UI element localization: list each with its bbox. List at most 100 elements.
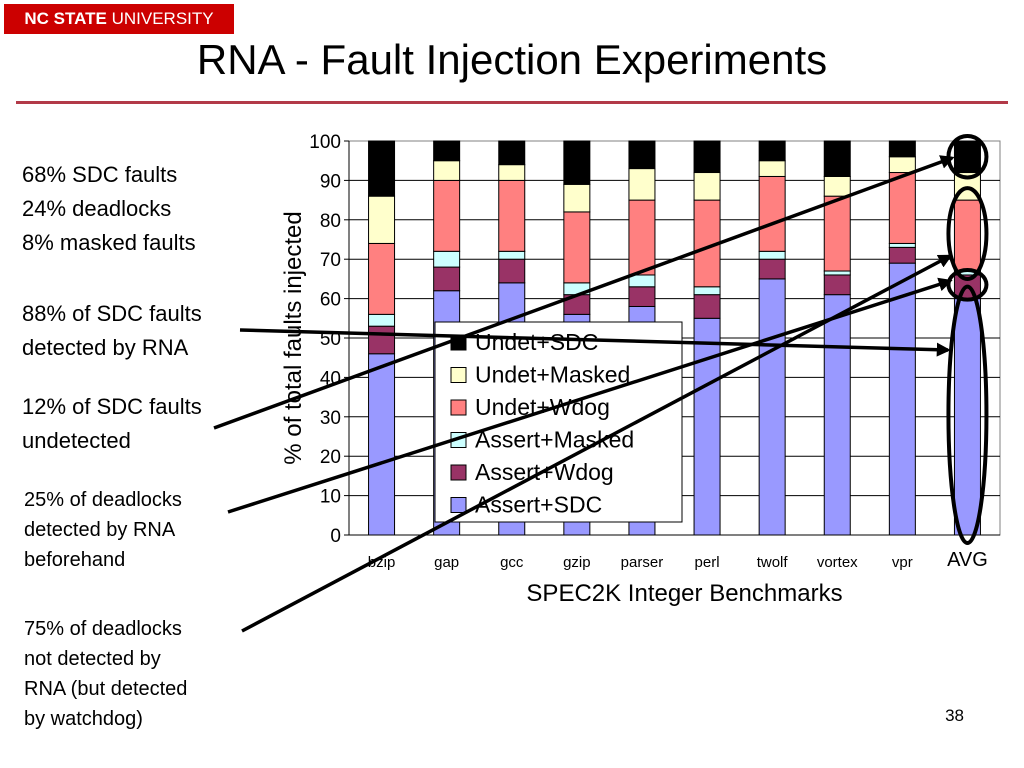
y-tick-label: 0 (330, 526, 341, 547)
bar-segment (498, 164, 526, 181)
bar-segment (563, 211, 591, 284)
pointer-arrow (241, 254, 953, 633)
legend-box (434, 321, 683, 523)
legend-swatch (450, 399, 467, 416)
bar-segment (758, 175, 786, 252)
bar-segment (628, 140, 656, 170)
note-line: undetected (22, 428, 131, 453)
bar-segment (758, 258, 786, 280)
slide-number: 38 (945, 706, 964, 725)
y-tick-label: 30 (320, 408, 341, 429)
bar-segment (368, 242, 396, 315)
bar-segment (953, 199, 981, 272)
bar-segment (693, 140, 721, 174)
bar-segment (693, 286, 721, 296)
y-tick-label: 100 (309, 132, 341, 153)
y-axis-title: % of total faults injected (280, 211, 307, 464)
x-tick-label: gap (434, 554, 459, 571)
bar-segment (693, 294, 721, 319)
slide-title: RNA - Fault Injection Experiments (196, 36, 828, 83)
bar-segment (498, 258, 526, 284)
bar-segment (498, 250, 526, 260)
legend-swatch (450, 464, 467, 481)
legend-label: Undet+SDC (475, 329, 598, 355)
bar-segment (433, 160, 461, 181)
bar-segment (823, 140, 851, 177)
bar-segment (823, 195, 851, 272)
legend-swatch (450, 497, 467, 513)
bar-segment (628, 168, 656, 201)
x-tick-label: gzip (563, 554, 591, 571)
note-line: by watchdog) (24, 708, 143, 730)
note-line: 24% deadlocks (22, 196, 172, 221)
bar-segment (953, 140, 981, 174)
y-tick-label: 80 (320, 211, 341, 232)
bar-segment (888, 246, 916, 264)
x-tick-label: vortex (817, 554, 858, 571)
bar-segment (368, 325, 396, 355)
note-line: 8% masked faults (22, 230, 196, 255)
note-line: RNA (but detected (24, 678, 188, 700)
note-deadlocks-watchdog: 75% of deadlocks not detected by RNA (bu… (24, 614, 187, 734)
bar-segment (888, 242, 916, 248)
note-sdc-undetected: 12% of SDC faults undetected (22, 390, 202, 458)
bar-segment (628, 199, 656, 276)
legend-label: Assert+SDC (475, 492, 602, 518)
bar-segment (628, 286, 656, 307)
bar-segment (693, 317, 721, 536)
note-fault-breakdown: 68% SDC faults 24% deadlocks 8% masked f… (22, 158, 196, 260)
bar-segment (953, 298, 981, 536)
bar-segment (823, 294, 851, 536)
bar-segment (368, 313, 396, 327)
bar-segment (823, 274, 851, 296)
note-line: detected by RNA (24, 519, 176, 541)
bar-segment (823, 175, 851, 197)
bar-segment (758, 250, 786, 260)
bar-segment (758, 160, 786, 177)
bar-segment (368, 353, 396, 536)
bar-segment (823, 270, 851, 276)
bar-segment (758, 278, 786, 536)
bar-segment (433, 266, 461, 292)
x-tick-label: bzip (368, 554, 396, 571)
x-tick-label: gcc (500, 554, 524, 571)
bar-segment (563, 140, 591, 185)
note-line: 25% of deadlocks (24, 489, 182, 511)
note-line: 68% SDC faults (22, 162, 178, 187)
title-divider (16, 101, 1008, 104)
bar-segment (888, 156, 916, 174)
highlight-ellipse (946, 284, 989, 545)
bar-segment (693, 172, 721, 201)
bar-segment (433, 179, 461, 252)
note-deadlocks-detected: 25% of deadlocks detected by RNA beforeh… (24, 485, 182, 575)
bar-segment (888, 172, 916, 244)
note-line: 12% of SDC faults (22, 394, 202, 419)
y-tick-label: 90 (320, 171, 341, 192)
pointer-arrow (213, 155, 955, 430)
y-tick-label: 20 (320, 447, 341, 468)
x-axis-title: SPEC2K Integer Benchmarks (526, 580, 842, 607)
logo-bold-text: NC STATE (24, 9, 107, 28)
bar-segment (368, 140, 396, 197)
x-tick-label: twolf (757, 554, 789, 571)
highlight-ellipse (946, 186, 989, 282)
note-line: 75% of deadlocks (24, 618, 182, 640)
note-sdc-detected: 88% of SDC faults detected by RNA (22, 297, 202, 365)
x-tick-label: vpr (892, 554, 913, 571)
note-line: detected by RNA (22, 335, 189, 360)
x-tick-label: parser (621, 554, 664, 571)
note-line: beforehand (24, 549, 126, 571)
bar-segment (628, 274, 656, 288)
note-line: 88% of SDC faults (22, 301, 202, 326)
bar-segment (498, 179, 526, 252)
bar-segment (888, 262, 916, 536)
bar-segment (368, 195, 396, 244)
y-tick-label: 70 (320, 250, 341, 271)
x-tick-label: perl (695, 554, 720, 571)
legend-label: Undet+Masked (475, 362, 630, 388)
legend-swatch (450, 367, 467, 383)
y-tick-label: 60 (320, 290, 341, 311)
bar-segment (758, 140, 786, 162)
logo-rest-text: UNIVERSITY (106, 9, 214, 28)
